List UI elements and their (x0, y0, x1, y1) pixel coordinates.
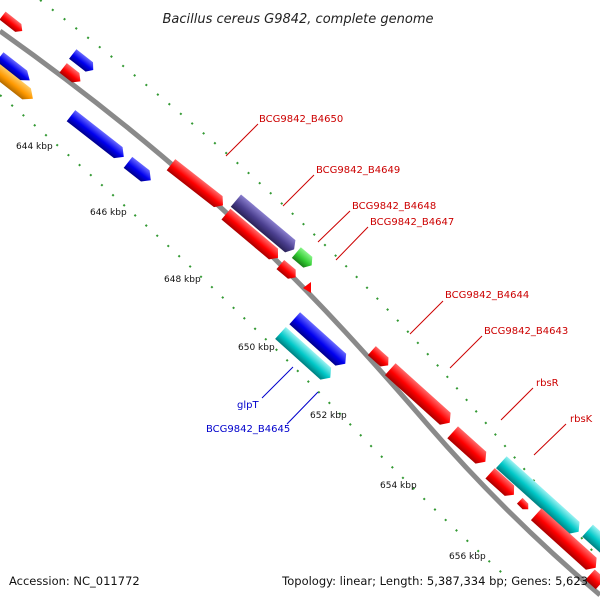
scale-label-644: 644 kbp (16, 142, 53, 152)
connector-b4648 (317, 210, 351, 243)
gene-cyan-right-edge[interactable] (582, 524, 600, 556)
gene-green-b4648[interactable] (291, 247, 316, 271)
gene-red-small-4[interactable] (516, 497, 531, 512)
connector-b4649 (282, 174, 315, 207)
connector-b4644 (409, 300, 444, 335)
gene-red-small-3[interactable] (485, 468, 518, 500)
connector-b4650 (225, 123, 259, 157)
gene-red-small-1[interactable] (59, 63, 84, 86)
gene-label-b4645: BCG9842_B4645 (206, 424, 290, 435)
gene-blue-left-upper[interactable] (0, 52, 33, 85)
gene-blue-glpT[interactable] (289, 312, 350, 369)
gene-cyan-rbsK[interactable] (496, 456, 584, 537)
connector-b4645 (286, 391, 319, 425)
gene-red-top-left[interactable] (0, 11, 25, 35)
gene-red-b4648-inner[interactable] (221, 208, 282, 263)
gene-label-b4643: BCG9842_B4643 (484, 326, 568, 337)
scale-label-654: 654 kbp (380, 481, 417, 491)
scale-track-outer (39, 0, 600, 561)
map-title: Bacillus cereus G9842, complete genome (162, 12, 433, 27)
connector-glpT (261, 366, 294, 399)
gene-label-b4648: BCG9842_B4648 (352, 201, 436, 212)
gene-red-rbsR[interactable] (447, 426, 490, 467)
gene-red-bottom-corner[interactable] (585, 569, 600, 590)
scale-label-650: 650 kbp (238, 343, 275, 353)
gene-red-b4650[interactable] (166, 159, 228, 211)
genome-summary-text: Topology: linear; Length: 5,387,334 bp; … (281, 574, 588, 588)
gene-label-b4647: BCG9842_B4647 (370, 217, 454, 228)
gene-orange-left[interactable] (0, 63, 37, 105)
gene-red-b4643[interactable] (384, 363, 455, 428)
scale-label-646: 646 kbp (90, 208, 127, 218)
gene-blue-small-1[interactable] (69, 49, 97, 74)
gene-blue-inner-1[interactable] (66, 110, 128, 162)
connector-rbsK (533, 423, 567, 456)
gene-cyan-b4645[interactable] (275, 326, 335, 384)
gene-label-rbsR: rbsR (536, 378, 559, 389)
gene-label-glpT: glpT (237, 400, 259, 411)
accession-text: Accession: NC_011772 (9, 574, 140, 588)
scale-label-648: 648 kbp (164, 275, 201, 285)
scale-label-656: 656 kbp (449, 552, 486, 562)
gene-purple-b4649[interactable] (230, 194, 300, 255)
connector-rbsR (500, 387, 534, 421)
gene-red-small-2[interactable] (276, 259, 299, 282)
scale-label-652: 652 kbp (310, 411, 347, 421)
connector-b4643 (449, 335, 483, 369)
gene-label-b4650: BCG9842_B4650 (259, 114, 343, 125)
connector-b4647 (335, 226, 369, 261)
gene-label-rbsK: rbsK (570, 414, 593, 425)
gene-red-bottom-right[interactable] (530, 508, 600, 573)
gene-label-b4649: BCG9842_B4649 (316, 165, 400, 176)
gene-red-b4647[interactable] (303, 282, 311, 293)
gene-red-b4644[interactable] (367, 346, 392, 370)
gene-blue-inner-2[interactable] (123, 156, 155, 186)
gene-label-b4644: BCG9842_B4644 (445, 290, 529, 301)
genome-backbone-line (0, 28, 600, 597)
